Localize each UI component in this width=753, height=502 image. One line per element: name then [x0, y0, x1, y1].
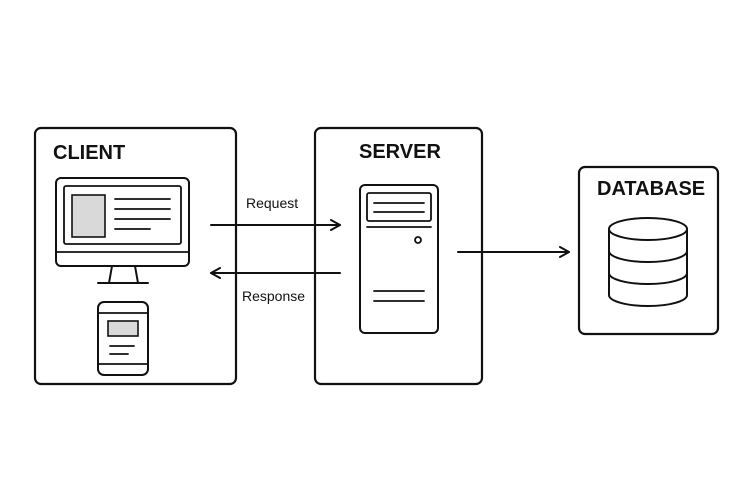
server-node: SERVER [313, 126, 484, 386]
database-cylinder-icon [608, 217, 688, 307]
server-tower-icon [359, 184, 439, 334]
database-title: DATABASE [597, 178, 705, 200]
response-edge: Response [210, 267, 341, 304]
response-label: Response [242, 288, 305, 304]
database-box [577, 165, 720, 336]
client-node: CLIENT [33, 126, 238, 386]
mobile-phone-icon [97, 301, 149, 376]
database-node: DATABASE [577, 165, 720, 336]
client-box [33, 126, 238, 386]
request-label: Request [246, 195, 298, 211]
server-box [313, 126, 484, 386]
client-title: CLIENT [53, 142, 125, 164]
request-edge: Request [210, 195, 341, 231]
desktop-monitor-icon [55, 177, 190, 284]
server-title: SERVER [359, 141, 441, 163]
